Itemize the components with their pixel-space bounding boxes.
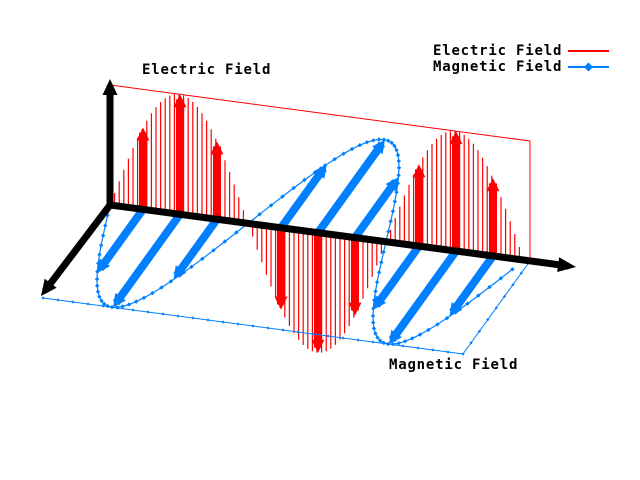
axes bbox=[41, 79, 576, 296]
legend-entry-electric: Electric Field bbox=[433, 43, 610, 59]
legend: Electric Field Magnetic Field bbox=[433, 43, 610, 75]
magnetic-field-plane-border bbox=[41, 259, 532, 356]
legend-sample-electric bbox=[568, 50, 609, 52]
electric-field-arrows bbox=[136, 94, 500, 353]
magnetic-diamond-marker-icon bbox=[584, 62, 593, 72]
electric-field-plane-border bbox=[111, 84, 531, 261]
legend-entry-magnetic: Magnetic Field bbox=[433, 59, 610, 75]
magnetic-field-label: Magnetic Field bbox=[389, 357, 519, 373]
legend-label-electric: Electric Field bbox=[433, 43, 563, 59]
magnetic-field-arrows bbox=[97, 139, 497, 345]
electric-field-label: Electric Field bbox=[142, 62, 272, 78]
legend-sample-magnetic bbox=[568, 62, 609, 72]
legend-label-magnetic: Magnetic Field bbox=[433, 59, 563, 75]
